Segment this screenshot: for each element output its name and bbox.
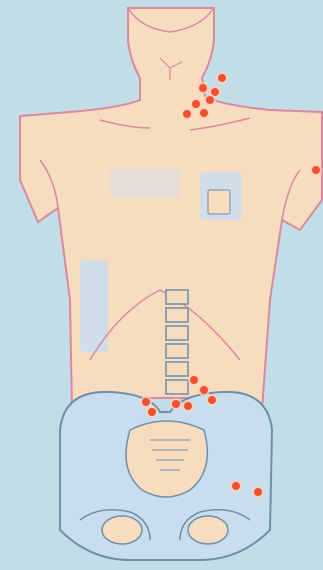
lymph-node-marker [192,100,200,108]
lymph-node-marker [148,408,156,416]
lymph-node-marker [200,109,208,117]
lymph-node-marker [183,110,191,118]
lymph-node-marker [184,402,192,410]
lymph-node-marker [312,166,320,174]
lymph-node-marker [172,400,180,408]
pelvis-icon [60,392,272,560]
lymph-node-marker [206,96,214,104]
lymph-node-marker [142,398,150,406]
lymph-node-marker [232,482,240,490]
lymph-node-marker [200,386,208,394]
lymph-node-marker [190,376,198,384]
chest-sidebar-left-icon [110,168,180,198]
lymph-node-marker [199,84,207,92]
chest-patch-inner-icon [208,190,230,214]
lymph-node-marker [218,74,226,82]
lymph-node-marker [208,396,216,404]
lymph-node-marker [254,488,262,496]
